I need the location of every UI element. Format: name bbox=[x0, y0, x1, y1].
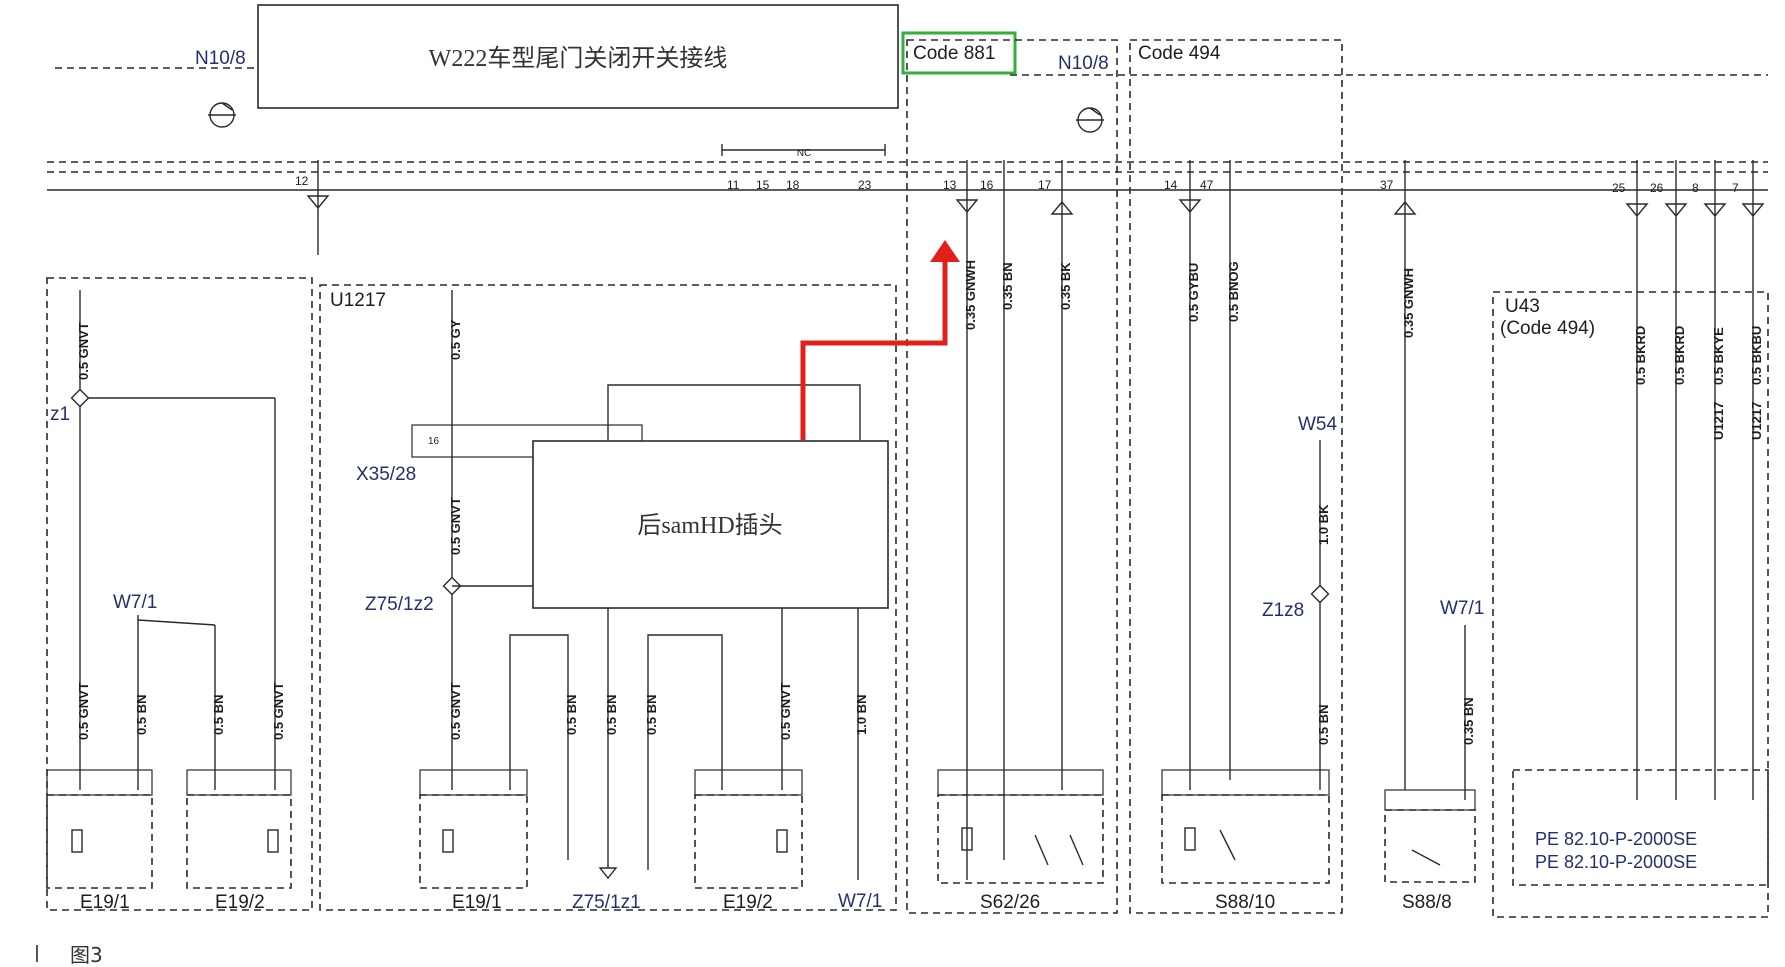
code494-label: Code 494 bbox=[1138, 43, 1221, 64]
plug-box-text: 后samHD插头 bbox=[637, 512, 782, 539]
z1z8-label: Z1z8 bbox=[1262, 600, 1304, 621]
pin-top-13: 13 bbox=[943, 178, 957, 192]
pin-top-16: 16 bbox=[980, 178, 994, 192]
ground-icon-mid bbox=[1076, 107, 1104, 133]
component-s62-26: S62/26 bbox=[937, 769, 1104, 913]
wire-label-w1: 0.5 GNVT bbox=[76, 322, 91, 380]
z1-label: z1 bbox=[50, 404, 70, 425]
wire-label-w9: 1.0 BK bbox=[1316, 504, 1331, 545]
component-label-5: S88/10 bbox=[1215, 892, 1275, 913]
wire-label-w15: 0.5 BKYE bbox=[1711, 327, 1726, 385]
wire-label-w12: 0.35 BN bbox=[1461, 697, 1476, 745]
pin-top-12: 12 bbox=[295, 174, 309, 188]
wire-label-w10: 0.5 BN bbox=[1316, 705, 1331, 745]
wire-label-w2: 0.5 GY bbox=[448, 319, 463, 360]
z75-1z2-label: Z75/1z2 bbox=[365, 594, 434, 615]
pin-top-11: 11 bbox=[727, 178, 740, 192]
nc-bracket: NC bbox=[721, 144, 886, 159]
wire-label-b7: 0.5 BN bbox=[604, 695, 619, 735]
wire-label-b1: 0.5 GNVT bbox=[76, 682, 91, 740]
wire-label-b4: 0.5 GNVT bbox=[271, 682, 286, 740]
wire-label-w13: 0.5 BKRD bbox=[1633, 326, 1648, 385]
pin-top-25: 25 bbox=[1612, 181, 1626, 195]
pe-line-2: PE 82.10-P-2000SE bbox=[1535, 852, 1697, 872]
wire-label-b6: 0.5 BN bbox=[564, 695, 579, 735]
wire-label-w6: 0.35 BK bbox=[1058, 262, 1073, 310]
u43-frame bbox=[1492, 291, 1769, 918]
n108-mid-label: N10/8 bbox=[1058, 53, 1109, 74]
wire-label-w5: 0.35 BN bbox=[1000, 262, 1015, 310]
w54-label: W54 bbox=[1298, 414, 1338, 435]
u1217-frame bbox=[319, 284, 897, 911]
plug-box bbox=[532, 440, 889, 609]
wire-label-b8: 0.5 BN bbox=[644, 695, 659, 735]
wire-label-b10: 1.0 BN bbox=[854, 695, 869, 735]
component-label-3: E19/2 bbox=[723, 892, 773, 913]
highlight-arrow bbox=[800, 260, 948, 440]
component-s88-10: S88/10 bbox=[1161, 769, 1330, 913]
code494-region bbox=[1129, 39, 1343, 914]
pin-top-14: 14 bbox=[1164, 178, 1178, 192]
wire-label-b2: 0.5 BN bbox=[134, 695, 149, 735]
u43-label: U43 bbox=[1505, 296, 1540, 317]
component-s88-8: S88/8 bbox=[1384, 789, 1476, 913]
wire-label-u1217b: U1217 bbox=[1749, 402, 1764, 440]
code881-label: Code 881 bbox=[913, 43, 995, 64]
pe-box bbox=[1512, 769, 1769, 886]
n108-left-label: N10/8 bbox=[195, 48, 246, 69]
pin-top-7: 7 bbox=[1732, 181, 1739, 195]
highlight-arrowhead bbox=[930, 240, 960, 262]
pin-top-17: 17 bbox=[1038, 178, 1052, 192]
title-text: W222车型尾门关闭开关接线 bbox=[429, 45, 728, 72]
wire-label-w3: 0.5 GNVT bbox=[448, 497, 463, 555]
wire-label-w4: 0.35 GNWH bbox=[963, 260, 978, 330]
wire-label-w16: 0.5 BKBU bbox=[1749, 326, 1764, 385]
pin-top-8: 8 bbox=[1692, 181, 1699, 195]
w71-bottom-label: W7/1 bbox=[838, 891, 882, 912]
component-e19-2-left: E19/2 bbox=[186, 769, 292, 913]
component-label-6: S88/8 bbox=[1402, 892, 1452, 913]
pin-top-37: 37 bbox=[1380, 178, 1394, 192]
u1217-label: U1217 bbox=[330, 290, 386, 311]
wire-label-w11: 0.35 GNWH bbox=[1401, 268, 1416, 338]
code881-frame bbox=[901, 31, 1017, 75]
left-frame bbox=[46, 277, 313, 911]
pin-top-15: 15 bbox=[756, 178, 770, 192]
wire-label-w7: 0.5 GYBU bbox=[1186, 263, 1201, 322]
code881-region bbox=[906, 39, 1118, 914]
wire-label-u1217a: U1217 bbox=[1711, 402, 1726, 440]
component-label-2: E19/1 bbox=[452, 892, 502, 913]
component-e19-1-mid: E19/1 bbox=[419, 769, 528, 913]
pin-top-23: 23 bbox=[858, 178, 872, 192]
pin-top-47: 47 bbox=[1200, 178, 1214, 192]
wire-label-b5: 0.5 GNVT bbox=[448, 682, 463, 740]
pin-top-26: 26 bbox=[1650, 181, 1664, 195]
w71-left-label: W7/1 bbox=[113, 592, 157, 613]
ground-icon bbox=[208, 102, 236, 128]
svg-text:16: 16 bbox=[428, 436, 440, 447]
wire-label-b9: 0.5 GNVT bbox=[778, 682, 793, 740]
z75-1z1-label: Z75/1z1 bbox=[572, 892, 641, 913]
component-label-4: S62/26 bbox=[980, 892, 1040, 913]
component-label-0: E19/1 bbox=[80, 892, 130, 913]
wire-label-w8: 0.5 BNOG bbox=[1226, 261, 1241, 322]
pe-line-1: PE 82.10-P-2000SE bbox=[1535, 829, 1697, 849]
title-box bbox=[257, 4, 899, 109]
x3528-label: X35/28 bbox=[356, 464, 416, 485]
w71-right-label: W7/1 bbox=[1440, 598, 1484, 619]
component-label-1: E19/2 bbox=[215, 892, 265, 913]
nc-label: NC bbox=[797, 148, 811, 159]
component-e19-1-left: E19/1 bbox=[46, 769, 153, 913]
figure-caption: 图3 bbox=[70, 943, 103, 967]
wire-label-b3: 0.5 BN bbox=[211, 695, 226, 735]
u43-code-label: (Code 494) bbox=[1500, 318, 1595, 339]
wire-label-w14: 0.5 BKRD bbox=[1672, 326, 1687, 385]
pin-top-18: 18 bbox=[786, 178, 800, 192]
component-e19-2-mid: E19/2 bbox=[694, 769, 803, 913]
